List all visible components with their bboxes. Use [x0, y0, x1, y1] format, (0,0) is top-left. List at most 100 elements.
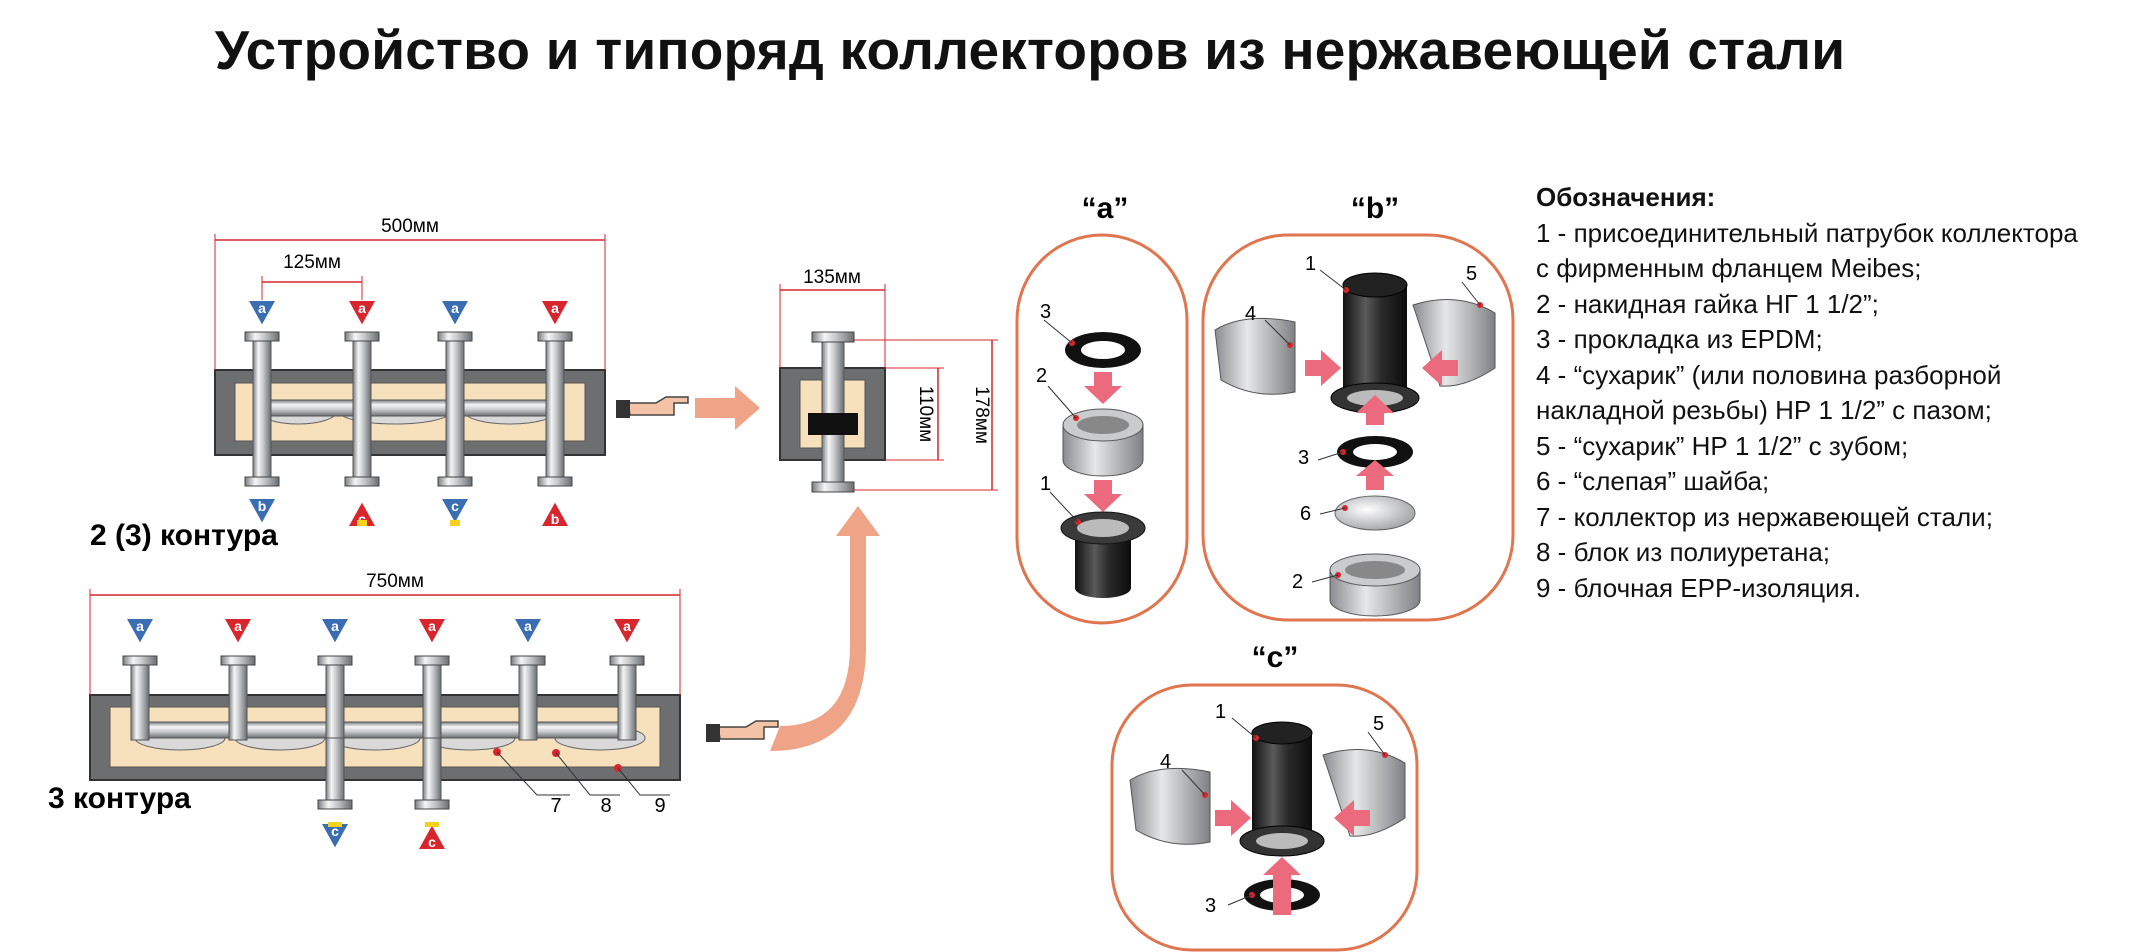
pipe-flange: [317, 655, 353, 666]
legend-item: 1 - присоединительный патрубок коллектор…: [1536, 217, 2078, 248]
circuit-marker-a: a: [225, 618, 251, 643]
panel-b-part-3: 3: [1298, 447, 1309, 469]
circuit-marker-a: a: [419, 618, 445, 643]
circuit-marker-a: a: [349, 300, 375, 325]
dim-178: 178мм: [971, 386, 992, 444]
circuit-marker-a: a: [322, 618, 348, 643]
marker-letter: a: [358, 300, 366, 316]
pipe: [422, 737, 442, 804]
pipe-flange: [537, 331, 573, 342]
pipe: [325, 661, 345, 741]
circuit-marker-c: c: [442, 498, 468, 523]
pipe-flange: [437, 476, 473, 487]
legend-item: 9 - блочная EPP-изоляция.: [1536, 572, 1861, 603]
circuit-marker-a: a: [249, 300, 275, 325]
panel-a: “a” 3 2 1: [1015, 192, 1189, 625]
pointing-hand-icon: [616, 396, 689, 418]
page-title: Устройство и типоряд коллекторов из нерж…: [214, 19, 1846, 81]
arrow-left-icon: [1422, 350, 1458, 386]
panel-c-part-4: 4: [1160, 751, 1171, 773]
collector-2-3: 500мм 125мм a a a a b c c b 2 (3) контура: [90, 216, 606, 552]
arrow-down-icon: [1084, 480, 1122, 512]
panel-a-label: “a”: [1082, 192, 1129, 225]
pipe-flange: [437, 331, 473, 342]
panel-c-part-3: 3: [1205, 895, 1216, 917]
panel-b-part-6: 6: [1300, 503, 1311, 525]
collector-3: 750мм a a a a a a c c 7 8 9 3 контура: [48, 571, 681, 850]
legend-item: накладной резьбы) НР 1 1/2” с пазом;: [1536, 395, 1992, 425]
pipe-flange: [122, 655, 158, 666]
circuit-marker-b: b: [249, 498, 275, 523]
legend-item: 7 - коллектор из нержавеющей стали;: [1536, 501, 1993, 532]
circuit-marker-c: c: [322, 823, 348, 848]
pipe: [252, 337, 272, 481]
circuit-marker-a: a: [515, 618, 541, 643]
legend-item: 2 - накидная гайка НГ 1 1/2”;: [1536, 288, 1879, 319]
pipe-flange: [244, 331, 280, 342]
marker-letter: a: [623, 618, 631, 634]
label-2-3-circuits: 2 (3) контура: [90, 519, 278, 552]
marker-letter: a: [136, 618, 144, 634]
marker-letter: a: [428, 618, 436, 634]
panel-a-part-3: 3: [1040, 301, 1051, 323]
marker-letter: a: [258, 300, 266, 316]
marker-letter: c: [331, 823, 339, 839]
pipe-flange: [344, 476, 380, 487]
callout-9: 9: [654, 795, 665, 817]
circuit-marker-a: a: [442, 300, 468, 325]
circuit-marker-b: b: [542, 502, 568, 527]
marker-letter: a: [234, 618, 242, 634]
pipe: [518, 661, 538, 741]
panel-b-part-2: 2: [1292, 571, 1303, 593]
pipe: [445, 337, 465, 481]
dim-500: 500мм: [381, 216, 439, 237]
legend-heading: Обозначения:: [1536, 182, 1716, 212]
marker-letter: a: [551, 300, 559, 316]
pipe-flange: [244, 476, 280, 487]
collector-tube: [261, 399, 556, 417]
panel-c-part-5: 5: [1373, 713, 1384, 735]
callout-8: 8: [600, 795, 611, 817]
pipe: [422, 661, 442, 741]
marker-letter: c: [358, 511, 366, 527]
circuit-marker-a: a: [127, 618, 153, 643]
panel-c-part-1: 1: [1215, 701, 1226, 723]
pipe-flange: [414, 655, 450, 666]
marker-letter: a: [451, 300, 459, 316]
legend-item: с фирменным фланцем Meibes;: [1536, 253, 1922, 283]
marker-letter: a: [331, 618, 339, 634]
section-view: 135мм 110мм 178мм: [779, 267, 998, 493]
label-3-circuits: 3 контура: [48, 782, 191, 815]
panel-b-label: “b”: [1351, 192, 1399, 225]
marker-letter: c: [428, 834, 436, 850]
pipe-flange: [609, 655, 645, 666]
dim-750: 750мм: [366, 571, 424, 592]
panel-b-part-5: 5: [1466, 263, 1477, 285]
dim-135: 135мм: [803, 267, 861, 288]
pipe-flange: [414, 799, 450, 810]
legend-item: 5 - “сухарик” НР 1 1/2” с зубом;: [1536, 430, 1909, 461]
marker-letter: b: [258, 498, 267, 514]
callout-7: 7: [550, 795, 561, 817]
pointing-hand-icon: [706, 720, 779, 742]
dim-125: 125мм: [283, 252, 341, 273]
circuit-marker-c: c: [349, 502, 375, 527]
arrow-left-icon: [1334, 800, 1370, 836]
arrow-up-icon: [1263, 857, 1301, 915]
pipe: [617, 661, 637, 741]
pipe: [228, 661, 248, 741]
arrow-up-icon: [1356, 395, 1394, 425]
panel-c-label: “c”: [1252, 641, 1299, 674]
panel-b-part-1: 1: [1305, 253, 1316, 275]
panel-a-part-1: 1: [1040, 473, 1051, 495]
pipe-flange: [537, 476, 573, 487]
circuit-marker-a: a: [542, 300, 568, 325]
arrow-curve-up-icon: [770, 506, 880, 751]
legend-item: 6 - “слепая” шайба;: [1536, 466, 1770, 496]
arrow-down-icon: [1084, 372, 1122, 404]
legend-item: 8 - блок из полиуретана;: [1536, 537, 1831, 567]
arrow-up-icon: [1356, 460, 1394, 490]
panel-a-part-2: 2: [1036, 365, 1047, 387]
arrow-right-icon: [695, 386, 760, 430]
